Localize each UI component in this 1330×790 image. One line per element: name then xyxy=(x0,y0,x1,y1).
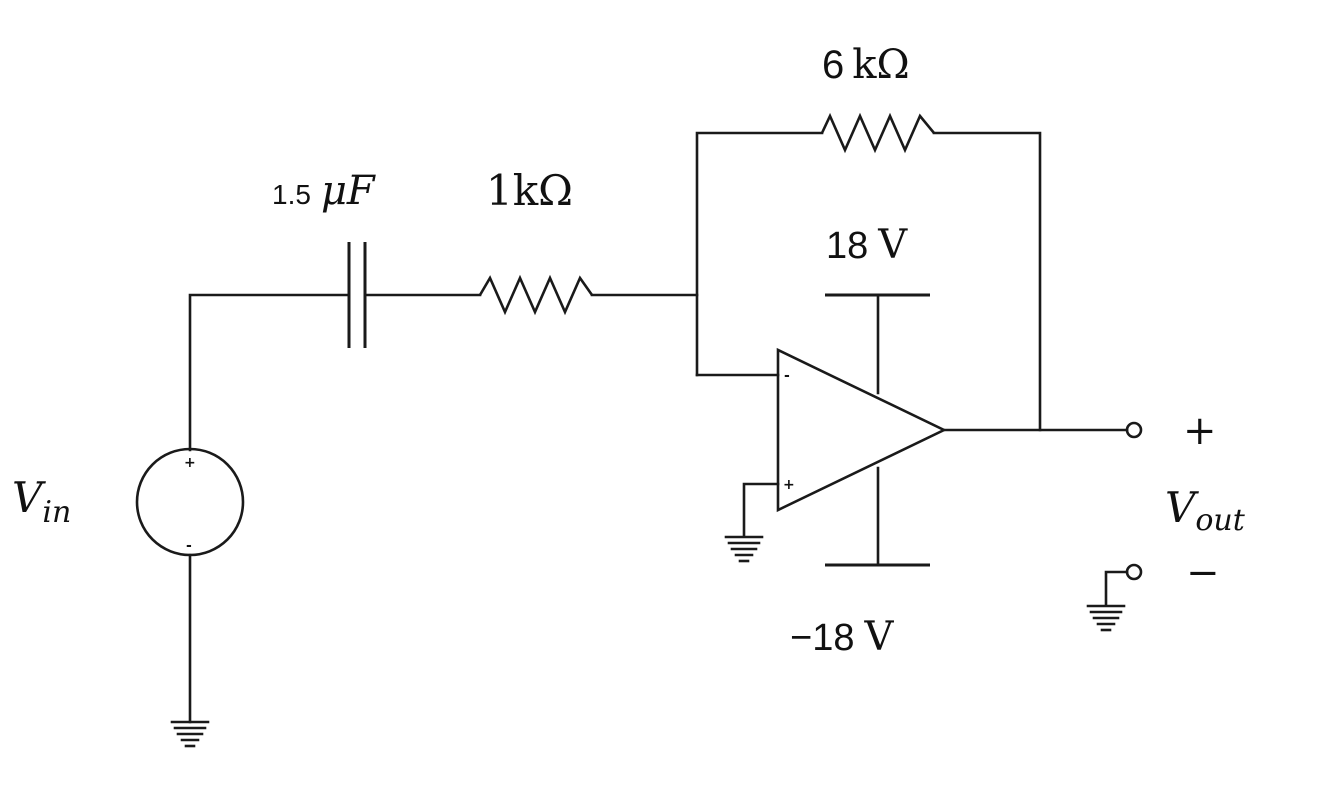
vout-subscript: out xyxy=(1195,503,1245,538)
source-minus-mark: - xyxy=(186,538,192,554)
input-resistor-label: 1kΩ xyxy=(486,166,573,215)
feedback-resistor-value: 6 xyxy=(822,43,844,87)
vout-label: V out xyxy=(1165,483,1246,538)
negative-supply-label: −18 V xyxy=(790,614,894,660)
source-plus-mark: + xyxy=(184,455,196,471)
opamp-noninverting-mark: + xyxy=(783,477,795,493)
output-plus-terminal xyxy=(1125,421,1143,439)
capacitor-value: 1.5 xyxy=(272,179,311,210)
capacitor xyxy=(347,242,367,348)
input-resistor xyxy=(478,274,594,316)
positive-supply-value: 18 xyxy=(826,225,868,267)
vin-label: V in xyxy=(12,473,71,530)
capacitor-label: 1.5 μF xyxy=(272,168,376,214)
input-wire xyxy=(188,293,349,452)
output-ground-wire xyxy=(1104,570,1129,607)
opamp-inverting-mark: - xyxy=(784,368,790,384)
noninverting-ground-wire xyxy=(742,482,780,538)
output-minus-terminal xyxy=(1125,563,1143,581)
opamp-triangle xyxy=(776,347,947,513)
feedback-resistor-unit: kΩ xyxy=(852,42,909,88)
feedback-resistor-label: 6 kΩ xyxy=(822,42,910,88)
output-minus-label: − xyxy=(1186,550,1220,596)
output-plus-label: + xyxy=(1183,408,1217,454)
capacitor-unit: μF xyxy=(321,168,376,214)
opamp-ground-symbol xyxy=(724,535,764,563)
negative-supply-unit: V xyxy=(863,614,894,660)
source-ground-symbol xyxy=(170,720,210,748)
positive-supply-unit: V xyxy=(877,222,908,268)
feedback-wire-right xyxy=(932,131,1042,432)
feedback-wire-left xyxy=(695,131,824,377)
vout-symbol: V xyxy=(1165,483,1199,532)
negative-supply-value: −18 xyxy=(790,617,854,659)
feedback-resistor xyxy=(820,112,936,154)
vin-subscript: in xyxy=(42,495,71,530)
voltage-source xyxy=(135,447,245,557)
output-ground-symbol xyxy=(1086,604,1126,632)
vin-symbol: V xyxy=(12,473,46,522)
positive-supply-label: 18 V xyxy=(826,222,908,268)
